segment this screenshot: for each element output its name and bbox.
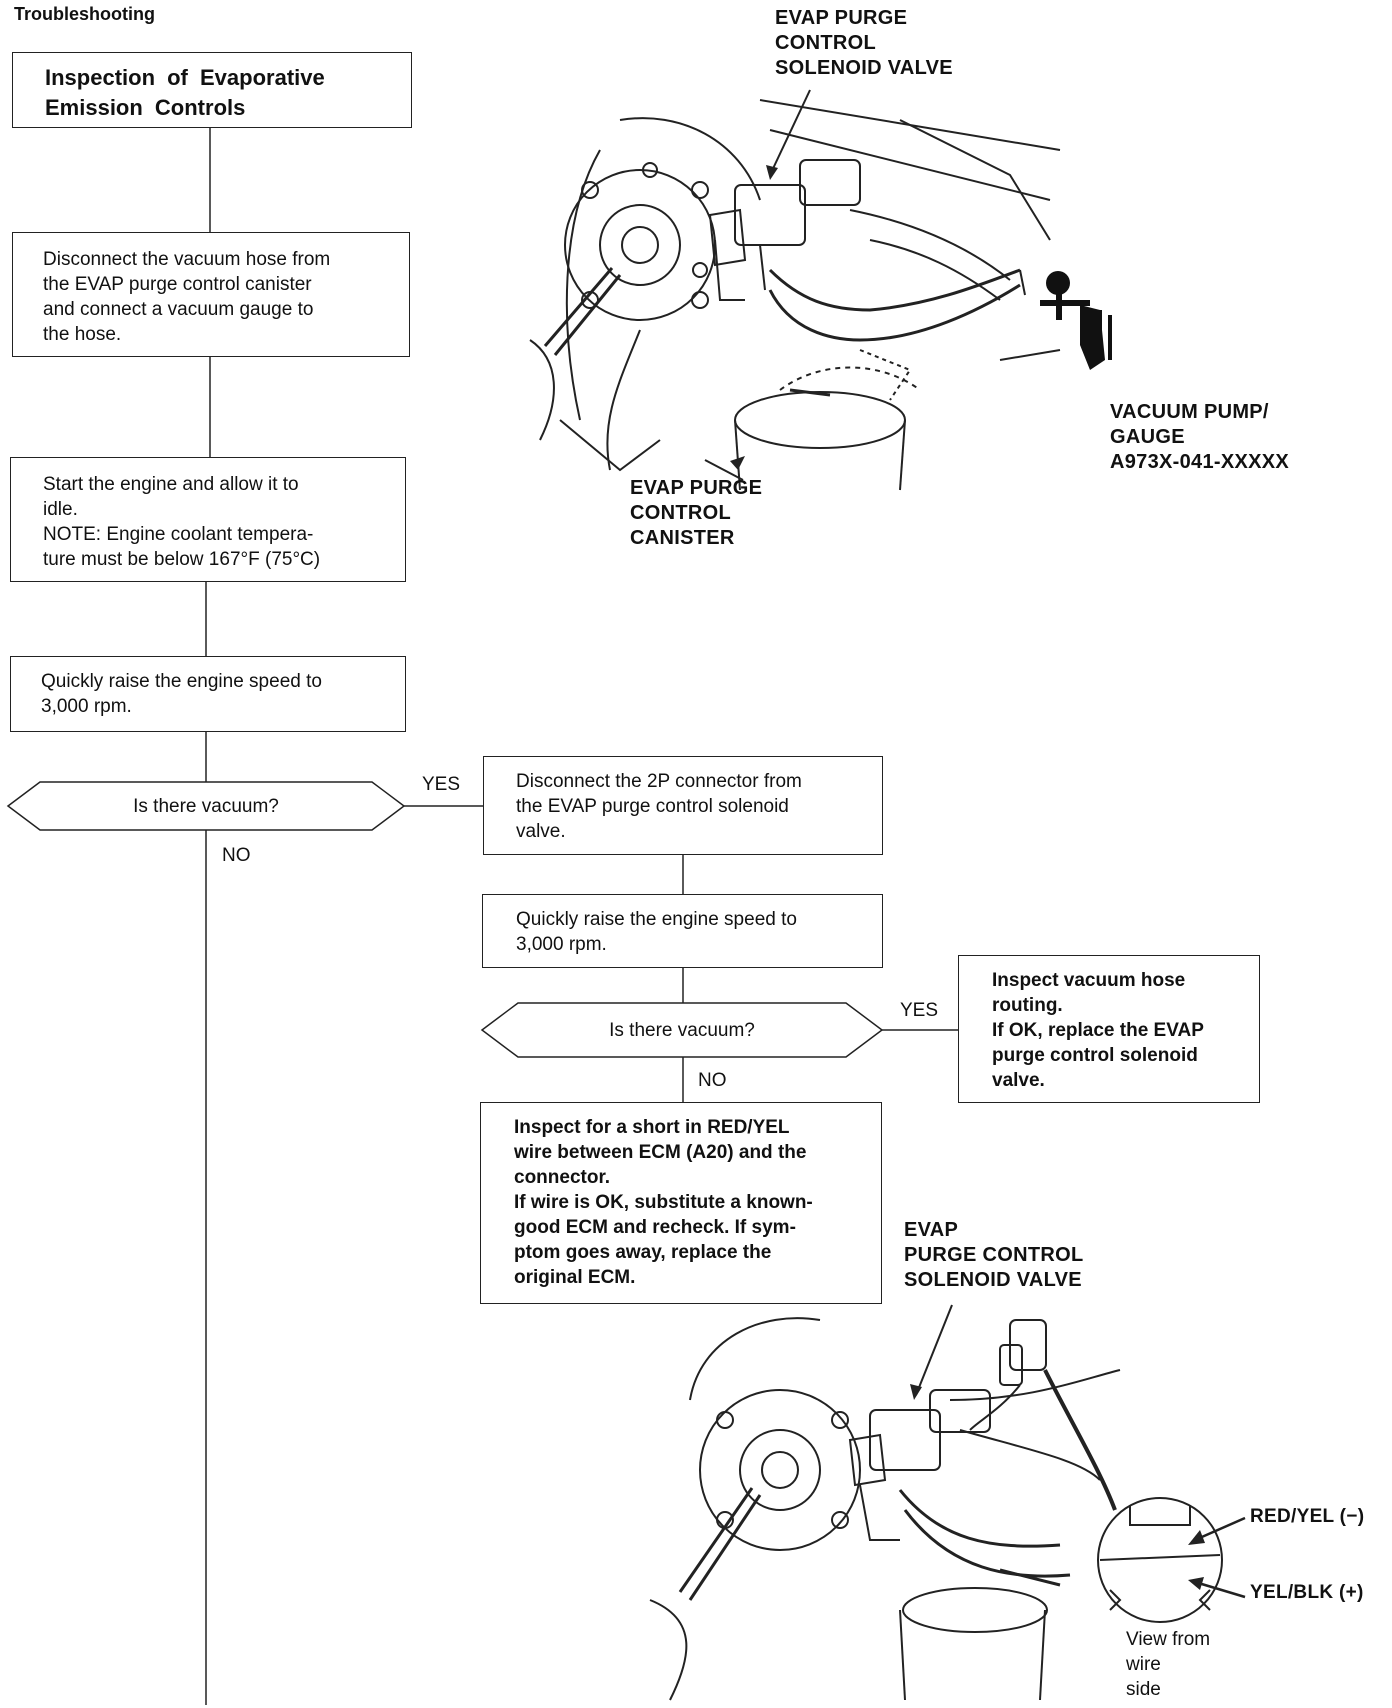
label-red-wire: RED/YEL (−) [1250,1506,1365,1527]
leader-canister [704,459,744,481]
result-yes-box: Inspect vacuum hose routing. If OK, repl… [958,955,1260,1103]
label-solenoid-valve-bottom: EVAP PURGE CONTROL SOLENOID VALVE [904,1219,1084,1291]
step-box-2: Start the engine and allow it to idle. N… [10,457,406,582]
section-heading: Troubleshooting [14,4,155,24]
step-text-2: Start the engine and allow it to idle. N… [43,474,321,570]
engine-illustration-top [529,99,1061,491]
leader-yel-wire [1194,1580,1246,1599]
step-box-1: Disconnect the vacuum hose from the EVAP… [12,232,410,357]
decision2-label: Is there vacuum? [609,1020,755,1041]
step-box-3: Quickly raise the engine speed to 3,000 … [10,656,406,732]
label-canister: EVAP PURGE CONTROL CANISTER [630,477,763,549]
decision2-no: NO [698,1070,727,1091]
result-no-text: Inspect for a short in RED/YEL wire betw… [514,1117,813,1288]
step-box-5: Quickly raise the engine speed to 3,000 … [482,894,883,968]
label-view-from-wire-side: View from wire side [1126,1629,1211,1700]
vacuum-gauge-icon [1040,271,1112,370]
leader-valve [769,89,811,176]
step-text-4: Disconnect the 2P connector from the EVA… [516,771,802,842]
engine-illustration-bottom [649,1317,1223,1701]
decision1-no: NO [222,845,251,866]
decision1-label: Is there vacuum? [133,796,279,817]
step-text-1: Disconnect the vacuum hose from the EVAP… [43,249,331,345]
step-text-3: Quickly raise the engine speed to 3,000 … [41,671,322,717]
decision2-yes: YES [900,1000,939,1021]
result-no-box: Inspect for a short in RED/YEL wire betw… [480,1102,882,1304]
step-text-5: Quickly raise the engine speed to 3,000 … [516,909,797,955]
decision1-yes: YES [422,774,461,795]
flow-title-box: Inspection of Evaporative Emission Contr… [12,52,412,128]
result-yes-text: Inspect vacuum hose routing. If OK, repl… [992,970,1204,1091]
leader-red-wire [1194,1516,1246,1542]
label-yel-wire: YEL/BLK (+) [1250,1582,1364,1603]
label-solenoid-valve-top: EVAP PURGE CONTROL SOLENOID VALVE [775,7,953,79]
label-vacuum-pump: VACUUM PUMP/ GAUGE A973X-041-XXXXX [1110,401,1290,473]
step-box-4: Disconnect the 2P connector from the EVA… [483,756,883,855]
flow-title: Inspection of Evaporative Emission Contr… [45,65,325,120]
leader-valve-bottom [915,1304,953,1396]
